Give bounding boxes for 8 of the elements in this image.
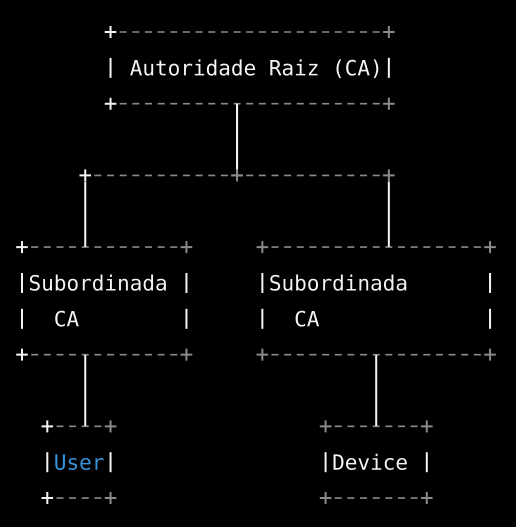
ascii-box: Subordinada CA xyxy=(15,240,194,362)
ascii-box: Subordinada CA xyxy=(256,240,497,362)
ascii-box: Device xyxy=(318,419,434,506)
connector-line xyxy=(230,104,396,247)
connector-line xyxy=(84,354,86,426)
connector-line xyxy=(375,354,378,426)
ascii-box: Autoridade Raiz (CA) xyxy=(104,25,396,111)
ascii-box: User xyxy=(40,419,118,506)
